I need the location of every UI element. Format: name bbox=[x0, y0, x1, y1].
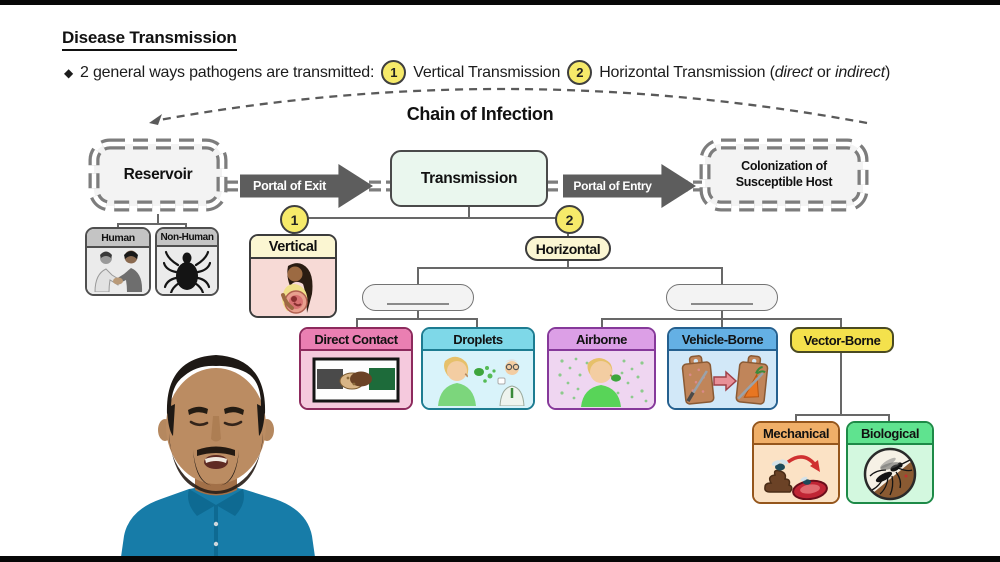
connector bbox=[356, 318, 478, 320]
vertical-box: Vertical bbox=[249, 234, 337, 318]
connector bbox=[840, 353, 842, 415]
vertical-transmission-text: Vertical Transmission bbox=[413, 63, 561, 81]
tick-icon bbox=[163, 250, 211, 293]
diagram-title: Chain of Infection bbox=[406, 104, 554, 124]
airborne-box: Airborne bbox=[547, 327, 656, 410]
connector bbox=[417, 310, 419, 320]
connector bbox=[117, 223, 119, 228]
handshake-icon bbox=[312, 357, 400, 402]
connector bbox=[888, 414, 890, 422]
airborne-particles-icon bbox=[557, 357, 647, 407]
connector bbox=[721, 318, 723, 328]
chain-frame-icon bbox=[88, 138, 228, 212]
vehicle-borne-box: Vehicle-Borne bbox=[667, 327, 778, 410]
branch-2-badge: 2 bbox=[555, 205, 584, 234]
vector-borne-pill: Vector-Borne bbox=[790, 327, 894, 353]
number-2-badge: 2 bbox=[567, 60, 593, 85]
droplets-box: Droplets bbox=[421, 327, 535, 410]
diamond-bullet-icon: ◆ bbox=[64, 65, 74, 80]
mechanical-box: Mechanical bbox=[752, 421, 840, 504]
connector bbox=[721, 267, 723, 285]
bullet-lead-text: 2 general ways pathogens are transmitted… bbox=[80, 63, 375, 81]
connector bbox=[185, 223, 187, 228]
page-title: Disease Transmission bbox=[62, 28, 237, 51]
fly-feces-food-icon bbox=[764, 454, 828, 500]
sneeze-droplets-icon bbox=[438, 356, 525, 406]
reservoir-type-nonhuman: Non-Human bbox=[155, 227, 219, 296]
branch-1-badge: 1 bbox=[280, 205, 309, 234]
portal-of-exit-arrow: Portal of Exit bbox=[240, 164, 373, 208]
horizontal-pill: Horizontal bbox=[525, 236, 611, 261]
connector bbox=[293, 217, 569, 219]
blank-category-pill-left bbox=[362, 284, 474, 311]
connector bbox=[721, 310, 723, 320]
presenter-person bbox=[121, 355, 315, 557]
pregnant-woman-icon bbox=[281, 262, 313, 314]
connector bbox=[468, 206, 470, 218]
cutting-boards-icon bbox=[681, 354, 768, 405]
direct-contact-box: Direct Contact bbox=[299, 327, 413, 410]
number-1-badge: 1 bbox=[381, 60, 407, 85]
connector bbox=[417, 267, 723, 269]
letterbox-bar-top bbox=[0, 0, 1000, 5]
reservoir-type-human: Human bbox=[85, 227, 151, 296]
connector bbox=[795, 414, 889, 416]
portal-of-entry-arrow: Portal of Entry bbox=[563, 164, 696, 208]
connector bbox=[476, 318, 478, 328]
handshake-people-icon bbox=[94, 250, 143, 292]
connector bbox=[356, 318, 358, 328]
bullet-line: ◆ 2 general ways pathogens are transmitt… bbox=[64, 60, 890, 85]
colonization-node: Colonization of Susceptible Host bbox=[695, 134, 873, 216]
biological-box: Biological bbox=[846, 421, 934, 504]
transmission-node: Transmission bbox=[390, 150, 548, 207]
connector bbox=[417, 267, 419, 285]
connector bbox=[567, 260, 569, 269]
reservoir-node: Reservoir bbox=[84, 134, 232, 216]
connector bbox=[157, 214, 159, 224]
connector bbox=[795, 414, 797, 422]
mosquito-icon bbox=[863, 447, 917, 500]
connector bbox=[601, 318, 603, 328]
connector bbox=[840, 318, 842, 328]
connector bbox=[117, 223, 187, 225]
horizontal-transmission-text: Horizontal Transmission (direct or indir… bbox=[599, 63, 891, 81]
presenter-webcam bbox=[121, 355, 315, 557]
blank-category-pill-right bbox=[666, 284, 778, 311]
chain-frame-icon bbox=[699, 138, 869, 212]
letterbox-bar-bottom bbox=[0, 556, 1000, 562]
